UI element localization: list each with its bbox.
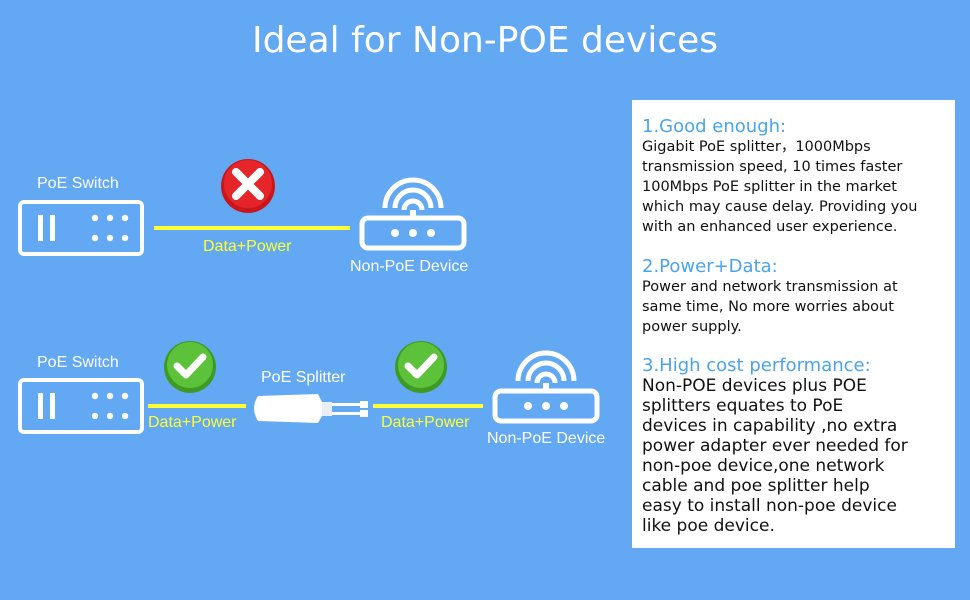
feature-section-3: 3.High cost performance: Non-POE devices… [642, 355, 908, 537]
cross-icon [221, 159, 275, 213]
feature-body: Non-POE devices plus POE splitters equat… [642, 376, 908, 536]
feature-heading: 3.High cost performance: [642, 355, 871, 376]
row2-link1 [148, 404, 246, 408]
features-panel: 1.Good enough: Gigabit PoE splitter，1000… [632, 100, 955, 548]
row1-switch-label: PoE Switch [37, 175, 119, 192]
splitter-icon [254, 394, 368, 423]
splitter-label: PoE Splitter [261, 369, 346, 386]
feature-heading: 1.Good enough: [642, 116, 787, 137]
row2-link1-label: Data+Power [148, 414, 237, 431]
feature-body: Power and network transmission at same t… [642, 279, 898, 335]
row1-data-power-link [154, 226, 350, 230]
check-icon [164, 341, 216, 393]
row2-link2 [373, 404, 483, 408]
page-title: Ideal for Non-POE devices [251, 20, 719, 61]
row1-link-label: Data+Power [203, 238, 292, 255]
switch-icon [18, 200, 144, 256]
switch-icon [18, 378, 144, 434]
feature-section-2: 2.Power+Data: Power and network transmis… [642, 257, 898, 337]
check-icon [395, 341, 447, 393]
router-icon [359, 177, 467, 251]
row1-device-label: Non-PoE Device [350, 258, 469, 275]
feature-section-1: 1.Good enough: Gigabit PoE splitter，1000… [642, 117, 917, 237]
row2-link2-label: Data+Power [381, 414, 470, 431]
router-icon [492, 350, 600, 424]
feature-heading: 2.Power+Data: [642, 256, 778, 277]
feature-body: Gigabit PoE splitter，1000Mbps transmissi… [642, 139, 918, 235]
row2-device-label: Non-PoE Device [487, 430, 606, 447]
row2-switch-label: PoE Switch [37, 354, 119, 371]
